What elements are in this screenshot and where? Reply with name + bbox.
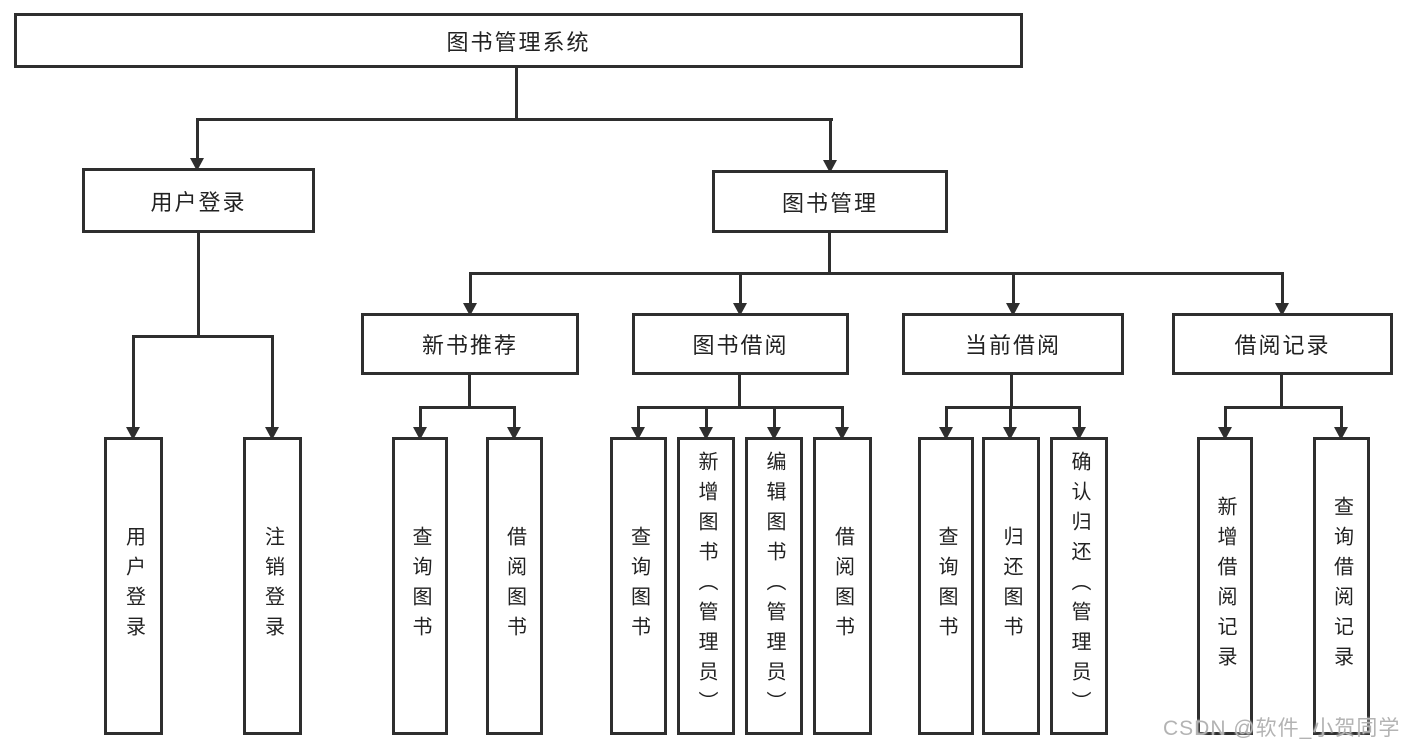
connector-line-vertical <box>828 233 831 275</box>
node-label: 借阅图书 <box>831 526 854 646</box>
arrow-down-icon <box>1334 427 1348 440</box>
connector-line-vertical <box>1280 375 1283 409</box>
node-label: 注销登录 <box>261 526 284 646</box>
node-borrowing-records: 借阅记录 <box>1172 313 1393 375</box>
node-library-management-system: 图书管理系统 <box>14 13 1023 68</box>
node-label: 当前借阅 <box>964 333 1061 358</box>
node-query-books-2: 查询图书 <box>610 437 667 735</box>
connector-line-horizontal <box>132 335 274 338</box>
node-user-login-leaf: 用户登录 <box>104 437 163 735</box>
connector-line-vertical <box>841 406 844 429</box>
connector-line-vertical <box>705 406 708 429</box>
connector-line-vertical <box>1078 406 1081 429</box>
connector-line-vertical <box>419 406 422 429</box>
csdn-watermark: CSDN @软件_小贺同学 <box>1163 717 1401 740</box>
node-book-management: 图书管理 <box>712 170 948 233</box>
node-label: 新增借阅记录 <box>1214 496 1236 676</box>
node-label: 借阅记录 <box>1234 333 1331 358</box>
node-query-books-3: 查询图书 <box>918 437 974 735</box>
node-edit-books-admin: 编辑图书（管理员） <box>745 437 803 735</box>
node-query-borrow-record: 查询借阅记录 <box>1313 437 1370 735</box>
arrow-down-icon <box>939 427 953 440</box>
node-label: 查询图书 <box>935 526 957 646</box>
connector-line-vertical <box>738 375 741 409</box>
arrow-down-icon <box>413 427 427 440</box>
node-query-books-1: 查询图书 <box>392 437 448 735</box>
arrow-down-icon <box>1218 427 1232 440</box>
connector-line-vertical <box>1340 406 1343 429</box>
arrow-down-icon <box>835 427 849 440</box>
node-new-book-recommendation: 新书推荐 <box>361 313 579 375</box>
connector-line-vertical <box>637 406 640 429</box>
node-label: 图书管理 <box>781 190 878 216</box>
node-borrow-books-2: 借阅图书 <box>813 437 872 735</box>
connector-line-vertical <box>1010 375 1013 409</box>
arrow-down-icon <box>126 427 140 440</box>
node-return-books: 归还图书 <box>982 437 1040 735</box>
connector-line-vertical <box>773 406 776 429</box>
arrow-down-icon <box>733 303 747 316</box>
arrow-down-icon <box>463 303 477 316</box>
node-label: 用户登录 <box>122 526 145 646</box>
node-label: 图书管理系统 <box>446 29 591 55</box>
node-confirm-return-admin: 确认归还（管理员） <box>1050 437 1108 735</box>
node-label: 新书推荐 <box>421 333 518 358</box>
connector-line-horizontal <box>945 406 1081 409</box>
node-label: 用户登录 <box>150 189 247 215</box>
connector-line-vertical <box>1012 272 1015 305</box>
node-add-borrow-record: 新增借阅记录 <box>1197 437 1253 735</box>
node-label: 查询借阅记录 <box>1330 496 1353 676</box>
connector-line-vertical <box>1224 406 1227 429</box>
connector-line-vertical <box>469 272 472 305</box>
connector-line-vertical <box>945 406 948 429</box>
connector-line-horizontal <box>196 118 833 121</box>
node-label: 图书借阅 <box>692 333 789 358</box>
connector-line-horizontal <box>637 406 844 409</box>
node-label: 查询图书 <box>627 526 650 646</box>
arrow-down-icon <box>1006 303 1020 316</box>
arrow-down-icon <box>190 158 204 171</box>
connector-line-vertical <box>468 375 471 409</box>
arrow-down-icon <box>1003 427 1017 440</box>
connector-line-vertical <box>132 335 135 429</box>
arrow-down-icon <box>823 160 837 173</box>
node-book-borrowing: 图书借阅 <box>632 313 849 375</box>
node-label: 新增图书（管理员） <box>695 451 717 721</box>
connector-line-vertical <box>196 118 199 160</box>
node-user-login: 用户登录 <box>82 168 315 233</box>
arrow-down-icon <box>1275 303 1289 316</box>
connector-line-horizontal <box>419 406 516 409</box>
node-add-books-admin: 新增图书（管理员） <box>677 437 735 735</box>
arrow-down-icon <box>1072 427 1086 440</box>
connector-line-horizontal <box>1224 406 1343 409</box>
node-label: 确认归还（管理员） <box>1068 451 1090 721</box>
node-label: 借阅图书 <box>503 526 526 646</box>
arrow-down-icon <box>265 427 279 440</box>
node-label: 查询图书 <box>409 526 431 646</box>
arrow-down-icon <box>699 427 713 440</box>
arrow-down-icon <box>507 427 521 440</box>
node-current-borrowing: 当前借阅 <box>902 313 1124 375</box>
connector-line-horizontal <box>469 272 1283 275</box>
connector-line-vertical <box>1009 406 1012 429</box>
connector-line-vertical <box>829 118 832 162</box>
arrow-down-icon <box>767 427 781 440</box>
connector-line-vertical <box>515 68 518 121</box>
connector-line-vertical <box>197 233 200 338</box>
connector-line-vertical <box>513 406 516 429</box>
node-borrow-books-1: 借阅图书 <box>486 437 543 735</box>
node-label: 编辑图书（管理员） <box>763 451 785 721</box>
node-label: 归还图书 <box>1000 526 1022 646</box>
connector-line-vertical <box>271 335 274 429</box>
node-logout: 注销登录 <box>243 437 302 735</box>
connector-line-vertical <box>739 272 742 305</box>
arrow-down-icon <box>631 427 645 440</box>
connector-line-vertical <box>1281 272 1284 305</box>
